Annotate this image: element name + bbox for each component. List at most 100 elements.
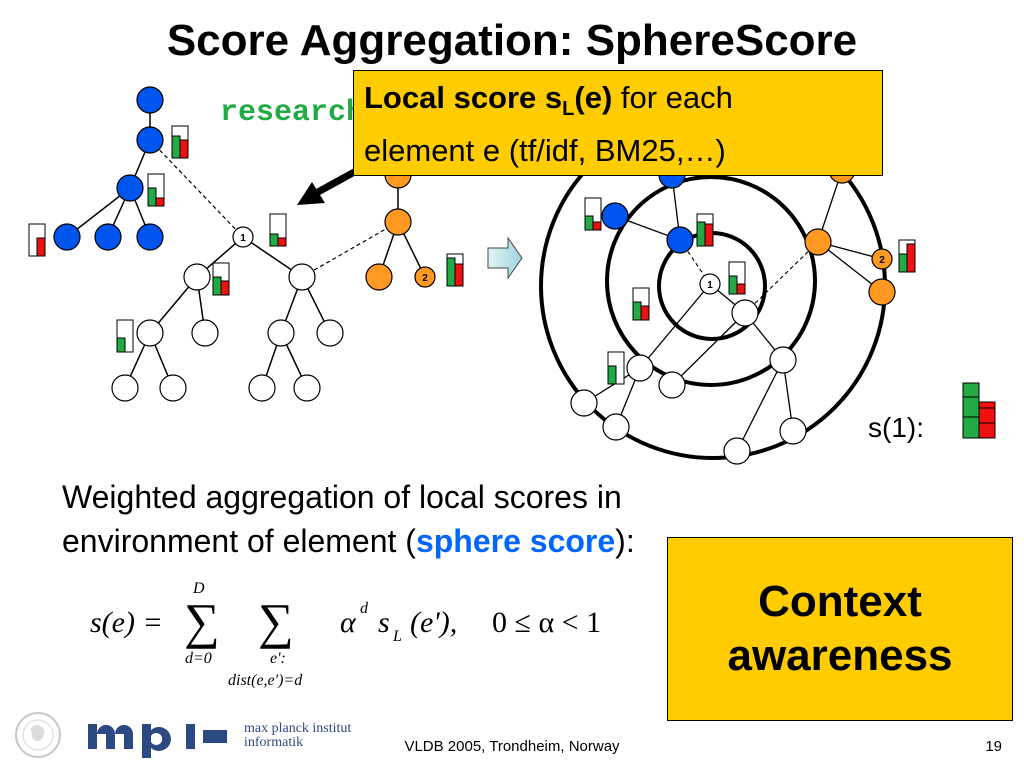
sphere-score-formula: s(e) = D ∑ d=0 ∑ e': dist(e,e')=d α d s … [90,578,650,694]
white-node [602,413,630,441]
aggregated-score-bar [962,382,996,439]
score-bar [147,173,165,207]
pointer-arrow [297,166,360,205]
white-node [658,371,686,399]
node-one [699,273,721,295]
local-score-callout: Local score sL(e) for each element e (tf… [353,70,883,176]
orange-node [868,278,896,306]
callout-line-2: element e (tf/idf, BM25,…) [364,133,726,169]
query-keyword: research [220,96,365,130]
white-node [769,346,797,374]
white-node [183,263,211,291]
white-node [723,437,751,465]
score-bar [696,213,714,247]
white-node [159,374,187,402]
formula-s: s [378,606,390,639]
blue-node [53,223,81,251]
score-bar [728,261,746,295]
formula-sum2-bottom-2: dist(e,e')=d [228,672,303,689]
formula-lhs: s(e) = [90,606,163,639]
node-one-label: 1 [240,233,246,244]
institute-line-1: max planck institut [244,721,352,736]
orange-node [365,263,393,291]
score-bar [632,287,650,321]
body-line-2-suffix: ): [615,523,635,559]
institute-name: max planck institut informatik [244,722,351,750]
sum-symbol-1: ∑ [184,593,220,649]
body-line-2: environment of element (sphere score): [62,519,782,563]
blue-node [116,174,144,202]
node-two [871,248,893,270]
blue-node [136,126,164,154]
formula-alpha: α [340,606,356,639]
institute-line-2: informatik [244,735,304,750]
node-two-label: 2 [422,273,428,284]
node-one [232,226,254,248]
left-tree-links [149,139,399,278]
orange-node [384,208,412,236]
formula-alpha-exp: d [360,600,368,617]
body-line-2-prefix: environment of element ( [62,523,416,559]
blue-node [666,226,694,254]
formula-condition: 0 ≤ α < 1 [492,606,602,639]
formula-sum1-top: D [193,580,205,597]
left-score-bars [28,125,464,353]
context-awareness-box: Context awareness [667,537,1013,721]
white-node [267,319,295,347]
sum-symbol-2: ∑ [258,593,294,649]
white-node [316,319,344,347]
score-bar [171,125,189,159]
context-line-1: Context [758,577,922,626]
blue-node [601,202,629,230]
score-bar [269,213,287,247]
white-node [293,374,321,402]
score-bar [116,319,134,353]
aggregated-score-label: s(1): [868,412,924,443]
footer-conference: VLDB 2005, Trondheim, Norway [404,738,620,755]
right-node-one-label: 1 [707,280,713,291]
score-bar [28,223,46,257]
slide-title: Score Aggregation: SphereScore [166,16,858,65]
formula-sum1-bottom: d=0 [185,650,212,667]
orange-node [804,228,832,256]
formula-sum2-bottom-1: e': [270,650,286,667]
callout-bold-prefix: Local score s [364,80,563,115]
right-node-two-label: 2 [879,255,885,266]
callout-rest: for each [612,80,733,115]
sphere-middle [605,175,817,387]
callout-subscript: L [562,98,575,121]
white-node [570,389,598,417]
page-number: 19 [985,738,1002,755]
right-score-bars [584,197,916,385]
sphere-score-highlight: sphere score [415,523,616,559]
callout-line-1: Local score sL(e) for each [364,77,872,130]
formula-arg: (e'), [410,606,458,639]
white-node [626,354,654,382]
blue-node [136,223,164,251]
blue-node [94,223,122,251]
score-bar [584,197,602,231]
score-bar [898,239,916,273]
body-line-1: Weighted aggregation of local scores in [62,479,622,515]
white-node [191,319,219,347]
node-two [414,266,436,288]
formula-s-sub: L [393,628,402,645]
score-bar [212,262,230,296]
right-tree-nodes [570,156,896,465]
white-node [136,319,164,347]
mpg-seal-logo [15,712,61,758]
blue-node [136,86,164,114]
transition-arrow [487,236,523,280]
score-bar [607,351,625,385]
body-text: Weighted aggregation of local scores in … [62,475,782,563]
score-bar [446,253,464,287]
white-node [779,417,807,445]
context-line-2: awareness [727,631,953,680]
white-node [731,299,759,327]
callout-bold-suffix: (e) [574,80,613,115]
white-node [288,263,316,291]
white-node [248,374,276,402]
white-node [111,374,139,402]
mpi-logo [88,724,227,758]
